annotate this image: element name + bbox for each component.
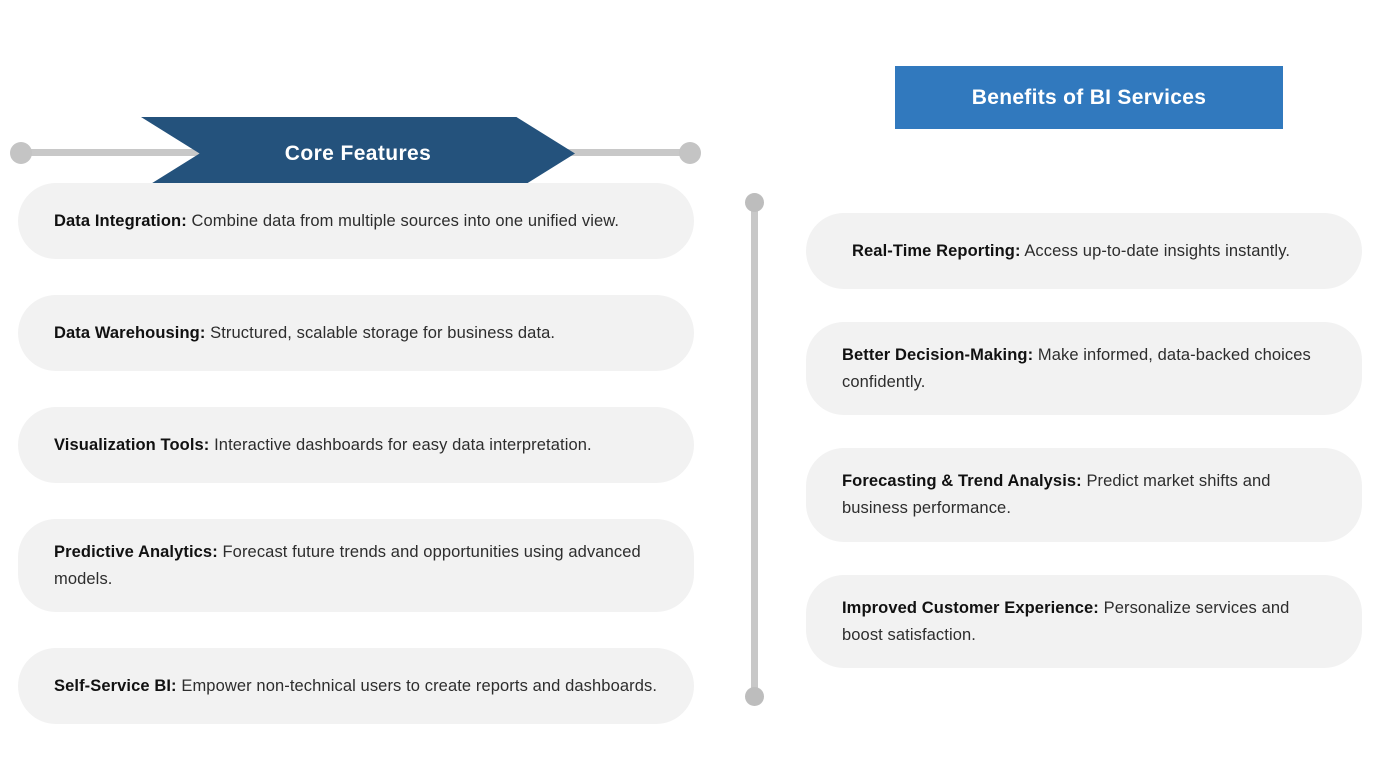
- card-lead: Real-Time Reporting:: [852, 241, 1021, 260]
- benefits-banner[interactable]: Benefits of BI Services: [895, 66, 1283, 129]
- list-item[interactable]: Predictive Analytics: Forecast future tr…: [18, 519, 694, 613]
- card-body: Combine data from multiple sources into …: [186, 211, 620, 230]
- card-lead: Better Decision-Making:: [842, 346, 1034, 364]
- list-item[interactable]: Improved Customer Experience: Personaliz…: [806, 574, 1362, 669]
- card-text: Data Warehousing: Structured, scalable s…: [54, 320, 555, 347]
- card-lead: Predictive Analytics:: [54, 543, 218, 561]
- card-text: Real-Time Reporting: Access up-to-date i…: [852, 238, 1290, 265]
- card-text: Data Integration: Combine data from mult…: [54, 208, 619, 235]
- core-features-header-group: Core Features: [0, 55, 710, 190]
- vertical-dot-top-icon: [745, 193, 764, 212]
- card-text: Visualization Tools: Interactive dashboa…: [54, 432, 592, 459]
- benefits-banner-label: Benefits of BI Services: [971, 85, 1207, 109]
- core-features-banner[interactable]: Core Features: [141, 117, 575, 190]
- list-item[interactable]: Better Decision-Making: Make informed, d…: [806, 322, 1362, 416]
- vertical-dot-bottom-icon: [745, 687, 764, 706]
- card-text: Improved Customer Experience: Personaliz…: [842, 595, 1326, 648]
- core-features-list: Data Integration: Combine data from mult…: [18, 183, 694, 760]
- list-item[interactable]: Data Warehousing: Structured, scalable s…: [18, 295, 694, 371]
- card-lead: Data Warehousing:: [54, 323, 206, 342]
- list-item[interactable]: Data Integration: Combine data from mult…: [18, 183, 694, 259]
- card-body: Predict market shifts and business perfo…: [842, 472, 1271, 518]
- card-body: Interactive dashboards for easy data int…: [209, 435, 592, 454]
- list-item[interactable]: Forecasting & Trend Analysis: Predict ma…: [806, 448, 1362, 542]
- list-item[interactable]: Self-Service BI: Empower non-technical u…: [18, 648, 694, 725]
- card-text: Better Decision-Making: Make informed, d…: [842, 342, 1326, 395]
- card-lead: Improved Customer Experience:: [842, 598, 1099, 617]
- card-body: Structured, scalable storage for busines…: [205, 323, 556, 342]
- card-lead: Visualization Tools:: [54, 435, 210, 454]
- vertical-connector-line: [751, 200, 758, 700]
- card-lead: Data Integration:: [54, 211, 187, 230]
- card-text: Self-Service BI: Empower non-technical u…: [54, 673, 657, 700]
- card-body: Access up-to-date insights instantly.: [1020, 241, 1291, 260]
- card-body: Make informed, data-backed choices confi…: [842, 346, 1311, 391]
- card-lead: Self-Service BI:: [54, 677, 177, 696]
- list-item[interactable]: Real-Time Reporting: Access up-to-date i…: [806, 213, 1362, 289]
- track-dot-right-icon: [679, 142, 701, 164]
- card-body: Personalize services and boost satisfact…: [842, 598, 1290, 644]
- card-text: Forecasting & Trend Analysis: Predict ma…: [842, 468, 1326, 521]
- core-features-banner-label: Core Features: [284, 141, 432, 165]
- card-lead: Forecasting & Trend Analysis:: [842, 472, 1082, 491]
- track-dot-left-icon: [10, 142, 32, 164]
- card-body: Forecast future trends and opportunities…: [54, 543, 641, 588]
- benefits-list: Real-Time Reporting: Access up-to-date i…: [806, 213, 1362, 701]
- list-item[interactable]: Visualization Tools: Interactive dashboa…: [18, 407, 694, 483]
- card-text: Predictive Analytics: Forecast future tr…: [54, 539, 658, 592]
- card-body: Empower non-technical users to create re…: [176, 677, 658, 696]
